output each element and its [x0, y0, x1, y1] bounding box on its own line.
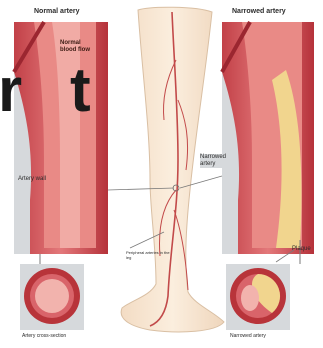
label-artery-wall: Artery wall [18, 176, 48, 183]
label-plaque: Plaque [292, 246, 311, 253]
label-cross-right: Narrowed artery [230, 333, 266, 340]
right-cross-section [226, 250, 294, 330]
overlay-glyph-right: t [70, 60, 91, 122]
title-normal-artery: Normal artery [34, 8, 80, 15]
leg-illustration [108, 7, 224, 332]
right-cross-narrowed-lumen [241, 285, 259, 311]
label-narrowed-artery: Narrowed artery [200, 154, 230, 168]
left-cross-section [20, 264, 84, 330]
title-narrowed-artery: Narrowed artery [232, 8, 286, 15]
leg-shape [121, 7, 224, 332]
overlay-glyph-left: r [0, 60, 22, 122]
right-artery-panel [222, 22, 314, 264]
label-cross-left: Artery cross-section [22, 333, 66, 340]
label-normal-blood-flow: Normal blood flow [60, 40, 94, 54]
label-leg-caption: Peripheral arteries in the leg [126, 250, 172, 260]
left-artery-panel [14, 22, 108, 264]
left-cross-lumen [35, 279, 69, 313]
